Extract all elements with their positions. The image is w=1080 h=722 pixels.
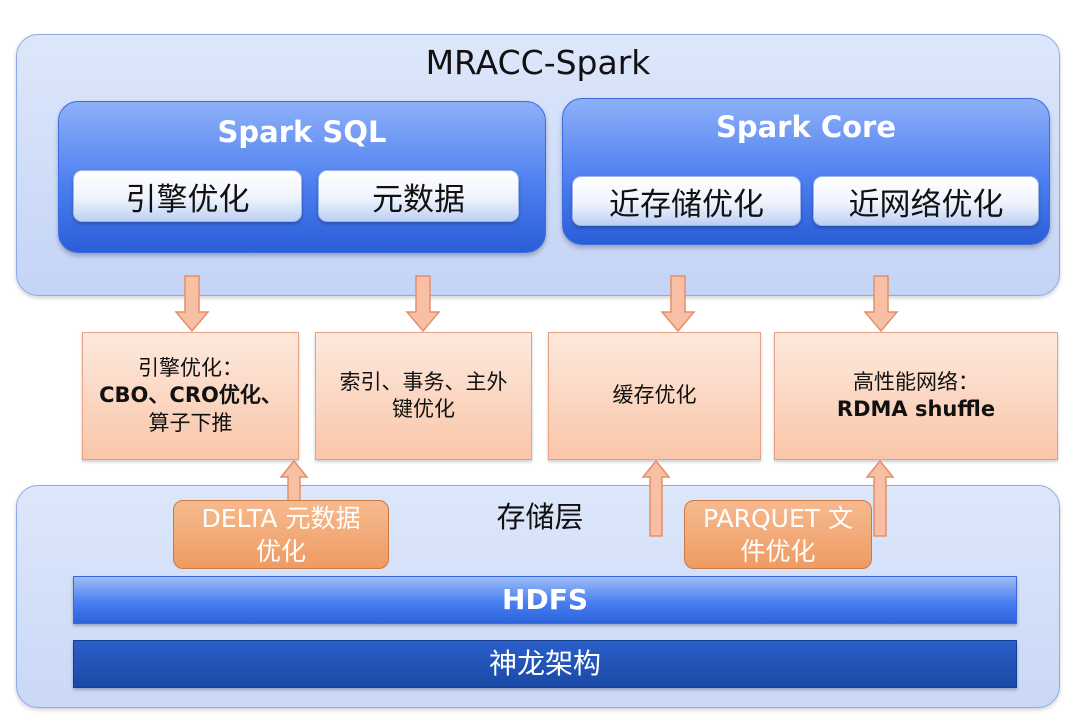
parquet-box-line2: 件优化 (740, 536, 816, 566)
index-box-line1: 索引、事务、主外 (339, 369, 508, 394)
cache-optimization-box: 缓存优化 (548, 332, 761, 460)
engine-optimization-box: 引擎优化： CBO、CRO优化、 算子下推 (82, 332, 299, 460)
delta-box-line1: DELTA 元数据 (201, 503, 361, 533)
down-arrow-icon (660, 275, 696, 333)
down-arrow-icon (863, 275, 899, 333)
parquet-box-line1: PARQUET 文 (703, 503, 853, 533)
delta-box-line2: 优化 (255, 536, 306, 566)
engine-box-line3: 算子下推 (148, 410, 233, 435)
shenlong-architecture-bar: 神龙架构 (73, 640, 1017, 688)
network-box-line1: 高性能网络： (853, 369, 979, 394)
storage-layer-title: 存储层 (496, 500, 584, 534)
parquet-file-box: PARQUET 文 件优化 (684, 500, 872, 569)
near-network-card: 近网络优化 (813, 176, 1039, 226)
hdfs-bar: HDFS (73, 576, 1017, 624)
engine-box-line2: CBO、CRO优化、 (99, 383, 282, 408)
spark-sql-title: Spark SQL (217, 115, 387, 149)
index-transaction-box: 索引、事务、主外 键优化 (315, 332, 532, 460)
diagram-title: MRACC-Spark (425, 43, 651, 82)
spark-core-title: Spark Core (715, 110, 897, 144)
metadata-card: 元数据 (318, 170, 519, 222)
delta-metadata-box: DELTA 元数据 优化 (173, 500, 389, 569)
cache-box-line1: 缓存优化 (612, 383, 697, 408)
high-performance-network-box: 高性能网络： RDMA shuffle (774, 332, 1058, 460)
up-arrow-icon (865, 459, 895, 537)
engine-box-line1: 引擎优化： (138, 356, 243, 381)
index-box-line2: 键优化 (392, 397, 455, 421)
down-arrow-icon (405, 275, 441, 333)
engine-optimization-card: 引擎优化 (73, 170, 302, 222)
up-arrow-icon (641, 459, 671, 537)
down-arrow-icon (174, 275, 210, 333)
network-box-line2: RDMA shuffle (836, 397, 996, 421)
near-storage-card: 近存储优化 (572, 176, 801, 226)
